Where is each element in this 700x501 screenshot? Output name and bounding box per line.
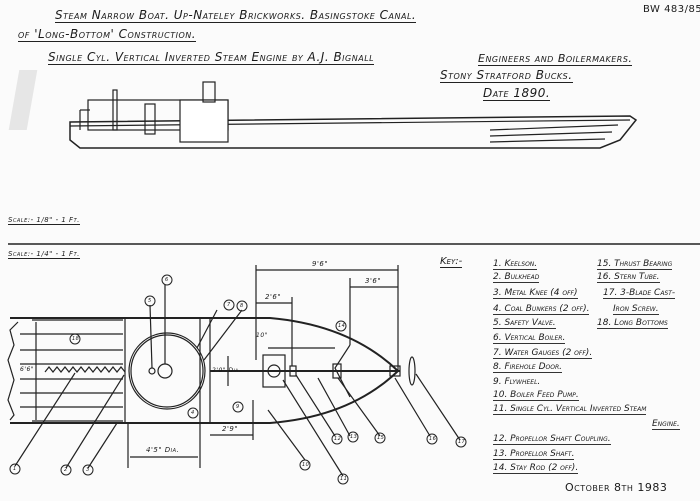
callout-9: 9 [236, 404, 240, 410]
elevation-scale: Scale:- 1/8" - 1 Ft. [8, 216, 80, 225]
callout-14: 14 [338, 323, 346, 329]
key-item: 15. Thrust Bearing [597, 259, 673, 270]
key-item: 12. Propellor Shaft Coupling. [493, 434, 611, 445]
key-item: Iron Screw. [613, 304, 659, 315]
drawing-date: October 8th 1983 [565, 481, 668, 494]
key-item: Engine. [652, 419, 680, 430]
callout-12: 12 [334, 436, 342, 442]
title-line-2: of 'Long-Bottom' Construction. [18, 27, 197, 42]
key-item: 3. Metal Knee (4 off) [493, 288, 578, 299]
title-line-1: Steam Narrow Boat. Up-Nateley Brickworks… [55, 8, 417, 23]
key-item: 16. Stern Tube. [597, 272, 660, 283]
key-title: Key:- [440, 256, 463, 268]
dim-beam: 6'6" [20, 366, 35, 373]
key-item: 5. Safety Valve. [493, 318, 556, 329]
title-line-3b: Engineers and Boilermakers. [478, 52, 633, 66]
key-item: 8. Firehole Door. [493, 362, 562, 373]
callout-17: 17 [458, 439, 466, 445]
dim-flywheel-space: 2'9" [222, 425, 239, 433]
key-item: 11. Single Cyl. Vertical Inverted Steam [493, 404, 647, 415]
dim-offset: 10" [256, 332, 268, 339]
dim-boiler-dia: 4'5" Dia. [146, 446, 180, 454]
callout-15: 15 [377, 435, 385, 441]
key-item: 1. Keelson. [493, 259, 538, 270]
callout-circles [9, 274, 467, 485]
callout-13: 13 [350, 434, 358, 440]
title-line-4: Stony Stratford Bucks. [440, 68, 573, 83]
dim-stern-tube: 3'6" [365, 277, 382, 285]
callout-4: 4 [191, 410, 195, 416]
title-date: Date 1890. [483, 86, 551, 101]
key-item: 7. Water Gauges (2 off). [493, 348, 593, 359]
callout-2: 2 [64, 467, 68, 473]
callout-18: 18 [72, 336, 80, 342]
title-line-3: Single Cyl. Vertical Inverted Steam Engi… [48, 50, 375, 65]
key-item: 17. 3-Blade Cast- [603, 288, 676, 299]
plan-view [7, 265, 461, 477]
callout-1: 1 [13, 466, 17, 472]
callout-7: 7 [227, 302, 231, 308]
drawing-reference: BW 483/85 [643, 4, 700, 15]
key-item: 13. Propellor Shaft. [493, 449, 575, 460]
key-item: 9. Flywheel. [493, 377, 541, 387]
callout-11: 11 [340, 476, 348, 482]
plan-scale: Scale:- 1/4" - 1 Ft. [8, 250, 80, 259]
callout-5: 5 [148, 298, 152, 304]
key-item: 6. Vertical Boiler. [493, 333, 566, 344]
callout-16: 16 [429, 436, 437, 442]
dim-overall: 9'6" [312, 260, 329, 268]
callout-3: 3 [86, 467, 90, 473]
key-item: 10. Boiler Feed Pump. [493, 390, 579, 401]
key-item: 2. Bulkhead [493, 272, 540, 283]
side-elevation [69, 81, 638, 149]
callout-10: 10 [302, 462, 310, 468]
callout-6: 6 [165, 277, 169, 283]
key-item: 14. Stay Rod (2 off). [493, 463, 579, 474]
callout-8: 8 [240, 303, 244, 309]
key-item: 4. Coal Bunkers (2 off). [493, 304, 590, 315]
dim-flywheel-dia: 2'0" Dia. [212, 367, 241, 374]
key-item: 18. Long Bottoms [597, 318, 668, 329]
dim-engine: 2'6" [265, 293, 282, 301]
